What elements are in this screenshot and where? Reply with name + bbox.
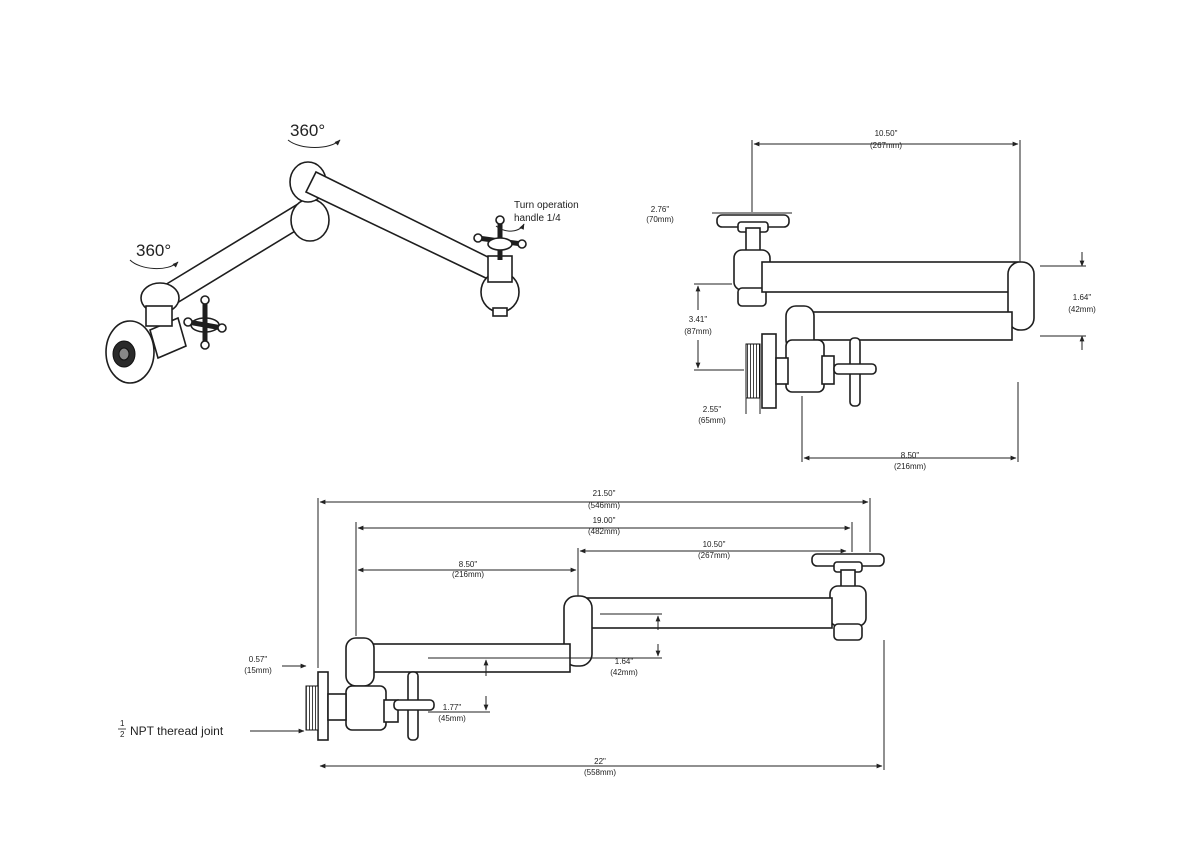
rotation-arrow-top-icon xyxy=(287,139,341,148)
isometric-view: 360° 360° Turn operation handle 1/4 xyxy=(105,121,579,384)
handle-note-line2: handle 1/4 xyxy=(514,213,561,224)
front-view: 21.50" (546mm) 19.00" (482mm) 10.50" (26… xyxy=(118,489,885,777)
front-spout-handle-icon xyxy=(811,553,885,589)
dim-21-50-in: 21.50" xyxy=(593,489,616,498)
dim-2-55-in: 2.55" xyxy=(703,405,722,414)
rotation-label-left: 360° xyxy=(136,241,171,260)
dim-10-50-in: 10.50" xyxy=(875,129,898,138)
upper-arm xyxy=(304,170,500,282)
side-upper-arm xyxy=(761,261,1019,293)
dim-2-76-in: 2.76" xyxy=(651,205,670,214)
rotation-arrow-left-icon xyxy=(129,259,179,269)
lower-arm xyxy=(158,202,312,308)
dim-0-57-in: 0.57" xyxy=(249,655,268,664)
front-spout-body xyxy=(829,585,867,627)
dim-8-50-front-mm: (216mm) xyxy=(452,570,484,579)
handle-note-line1: Turn operation xyxy=(514,200,579,211)
dim-2-76-mm: (70mm) xyxy=(646,215,674,224)
dim-3-41-mm: (87mm) xyxy=(684,327,712,336)
front-upper-arm xyxy=(579,597,833,629)
dim-8-50-side-mm: (216mm) xyxy=(894,462,926,471)
thread-fraction-num: 1 xyxy=(120,719,125,728)
dim-0-57-mm: (15mm) xyxy=(244,666,272,675)
side-valve-handle-icon xyxy=(833,337,877,407)
side-wall-flange xyxy=(761,333,777,409)
middle-swivel-joint xyxy=(290,198,330,242)
thread-fraction-den: 2 xyxy=(120,730,125,739)
side-cross-handle-icon xyxy=(716,214,790,253)
dim-1-77-mm: (45mm) xyxy=(438,714,466,723)
cross-handle-icon xyxy=(183,295,227,350)
dim-22-mm: (558mm) xyxy=(584,768,616,777)
side-valve-body xyxy=(785,339,825,393)
dim-19-00-in: 19.00" xyxy=(593,516,616,525)
dim-19-00-mm: (482mm) xyxy=(588,527,620,536)
dim-1-64-front-in: 1.64" xyxy=(615,657,634,666)
dim-22-in: 22" xyxy=(594,757,606,766)
dim-2-55-mm: (65mm) xyxy=(698,416,726,425)
dim-3-41-in: 3.41" xyxy=(689,315,708,324)
handle-turn-arrow-icon xyxy=(495,223,525,232)
dim-1-64-mm: (42mm) xyxy=(1068,305,1096,314)
side-thread xyxy=(745,343,761,399)
dim-10-50-front-in: 10.50" xyxy=(703,540,726,549)
front-valve-handle-icon xyxy=(393,671,435,741)
front-valve-body xyxy=(345,685,387,731)
spout-handle-icon xyxy=(473,215,527,260)
dim-21-50-mm: (546mm) xyxy=(588,501,620,510)
thread-joint-label: NPT theread joint xyxy=(130,724,224,738)
dim-8-50-front-in: 8.50" xyxy=(459,560,478,569)
dim-10-50-front-mm: (267mm) xyxy=(698,551,730,560)
dim-8-50-side-in: 8.50" xyxy=(901,451,920,460)
front-thread xyxy=(305,685,319,731)
dim-1-64-front-mm: (42mm) xyxy=(610,668,638,677)
front-wall-flange xyxy=(317,671,329,741)
dim-1-77-in: 1.77" xyxy=(443,703,462,712)
dim-1-64-in: 1.64" xyxy=(1073,293,1092,302)
side-view: 10.50" (267mm) 2.76" (70mm) xyxy=(646,129,1096,471)
dim-10-50-mm: (267mm) xyxy=(870,141,902,150)
rotation-label-top: 360° xyxy=(290,121,325,140)
side-lower-arm xyxy=(799,311,1013,341)
